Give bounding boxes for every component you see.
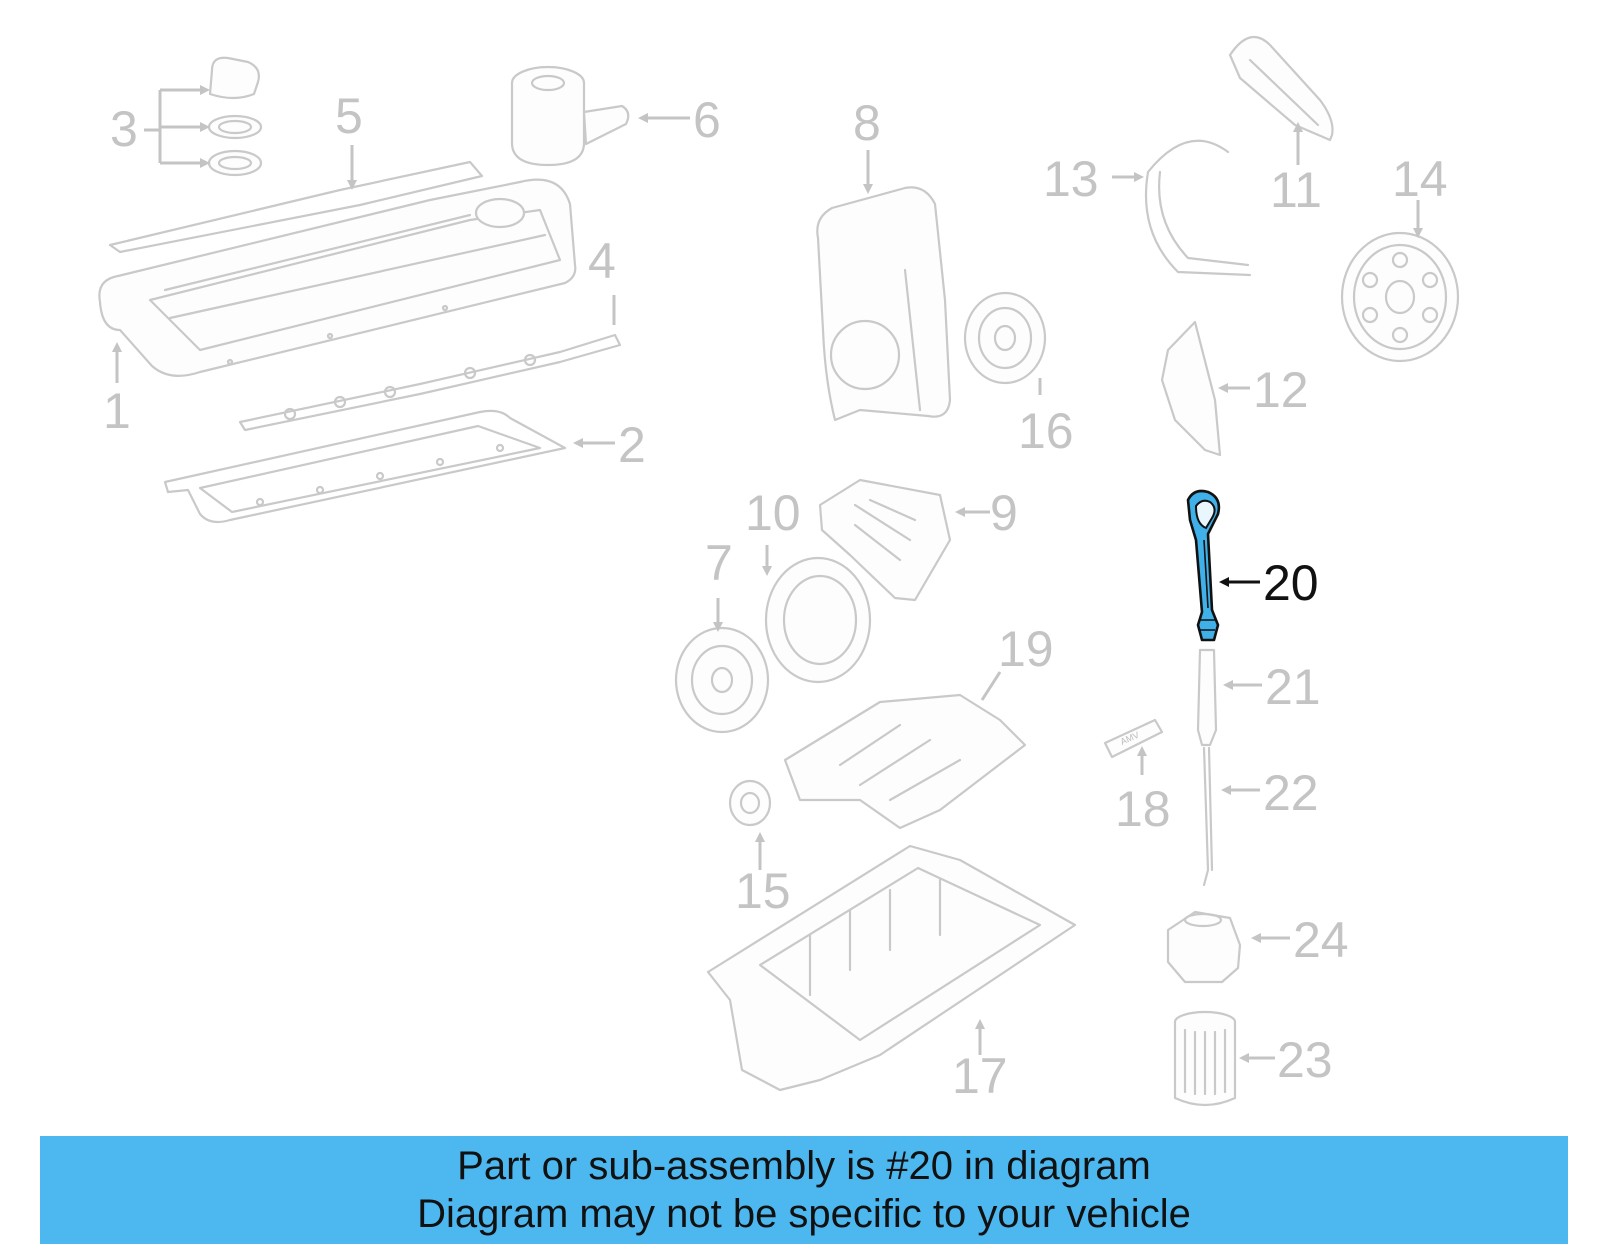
- part-16-pulley: [963, 291, 1047, 385]
- part-20-arrowhead: [1219, 577, 1229, 587]
- part-18-arrowhead: [1137, 746, 1147, 756]
- part-1-valve-cover: [98, 178, 577, 377]
- part-21-lower-tube: [1196, 648, 1218, 747]
- part-20-dipstick-tube[interactable]: [1186, 489, 1221, 642]
- part-12-rear-cover: [1160, 320, 1222, 457]
- callout-16: 16: [1018, 403, 1074, 459]
- callout-7: 7: [705, 535, 733, 591]
- callout-15: 15: [735, 863, 791, 919]
- part-14-cam-sprocket: [1340, 231, 1460, 363]
- banner-line-part-number: Part or sub-assembly is #20 in diagram: [457, 1144, 1151, 1188]
- part-6-breather: [510, 65, 630, 167]
- callout-8: 8: [853, 95, 881, 151]
- callout-4: 4: [588, 233, 616, 289]
- part-8-arrowhead: [863, 184, 873, 194]
- callout-12: 12: [1253, 362, 1309, 418]
- info-banner: Part or sub-assembly is #20 in diagram D…: [40, 1136, 1568, 1244]
- callout-23: 23: [1277, 1032, 1333, 1088]
- part-24-arrowhead: [1251, 933, 1261, 943]
- part-1-arrowhead: [112, 342, 122, 352]
- banner-line-disclaimer: Diagram may not be specific to your vehi…: [417, 1192, 1191, 1236]
- part-15-arrowhead: [755, 832, 765, 842]
- part-11-upper-cover: [1228, 35, 1334, 142]
- part-6-arrowhead: [638, 113, 648, 123]
- part-13-timing-belt: [1144, 139, 1252, 277]
- part-4-gasket: [238, 333, 622, 432]
- part-9-arrowhead: [955, 507, 965, 517]
- callout-17: 17: [952, 1048, 1008, 1104]
- part-14-arrowhead: [1413, 228, 1423, 238]
- part-23-arrowhead: [1239, 1053, 1249, 1063]
- callout-20[interactable]: 20: [1263, 555, 1319, 611]
- callout-11: 11: [1270, 162, 1322, 218]
- callout-9: 9: [990, 485, 1018, 541]
- callout-22: 22: [1263, 765, 1319, 821]
- callout-19: 19: [998, 621, 1054, 677]
- callout-21: 21: [1265, 659, 1321, 715]
- callout-6: 6: [693, 92, 721, 148]
- part-11-arrowhead: [1293, 122, 1303, 132]
- part-10-arrowhead: [762, 566, 772, 576]
- part-3-leader: [144, 85, 210, 168]
- callout-10: 10: [745, 485, 801, 541]
- part-7-arrowhead: [713, 622, 723, 632]
- part-7-crank-pulley: [674, 626, 770, 734]
- part-2-arrowhead: [573, 438, 583, 448]
- callout-24: 24: [1293, 912, 1349, 968]
- part-10-seal-carrier: [764, 556, 872, 684]
- part-17-arrowhead: [975, 1019, 985, 1029]
- part-13-arrowhead: [1134, 172, 1144, 182]
- part-18-sealant-tube: AMV: [1103, 718, 1164, 759]
- part-22-dipstick: [1202, 746, 1214, 887]
- part-19-baffle: [783, 693, 1027, 830]
- part-12-arrowhead: [1218, 383, 1228, 393]
- callout-2: 2: [618, 417, 646, 473]
- callout-18: 18: [1115, 781, 1171, 837]
- part-23-oil-filter: [1173, 1010, 1237, 1107]
- part-15-crank-sprocket: [728, 779, 772, 827]
- part-3-oil-filler-cap: [207, 56, 263, 177]
- part-5-gasket: [108, 160, 484, 254]
- part-21-arrowhead: [1223, 680, 1233, 690]
- callout-1: 1: [103, 383, 131, 439]
- part-24-filter-housing: [1166, 910, 1242, 984]
- part-9-bracket: [818, 478, 952, 602]
- callout-14: 14: [1392, 151, 1448, 207]
- callout-3: 3: [110, 101, 138, 157]
- part-8-timing-cover: [816, 186, 952, 422]
- part-19-leader: [980, 671, 1002, 701]
- part-2-pan-gasket: [163, 409, 567, 524]
- part-17-oil-pan: [706, 844, 1077, 1092]
- part-22-arrowhead: [1221, 785, 1231, 795]
- part-5-arrowhead: [347, 180, 357, 190]
- callout-5: 5: [335, 88, 363, 144]
- callout-13: 13: [1043, 151, 1099, 207]
